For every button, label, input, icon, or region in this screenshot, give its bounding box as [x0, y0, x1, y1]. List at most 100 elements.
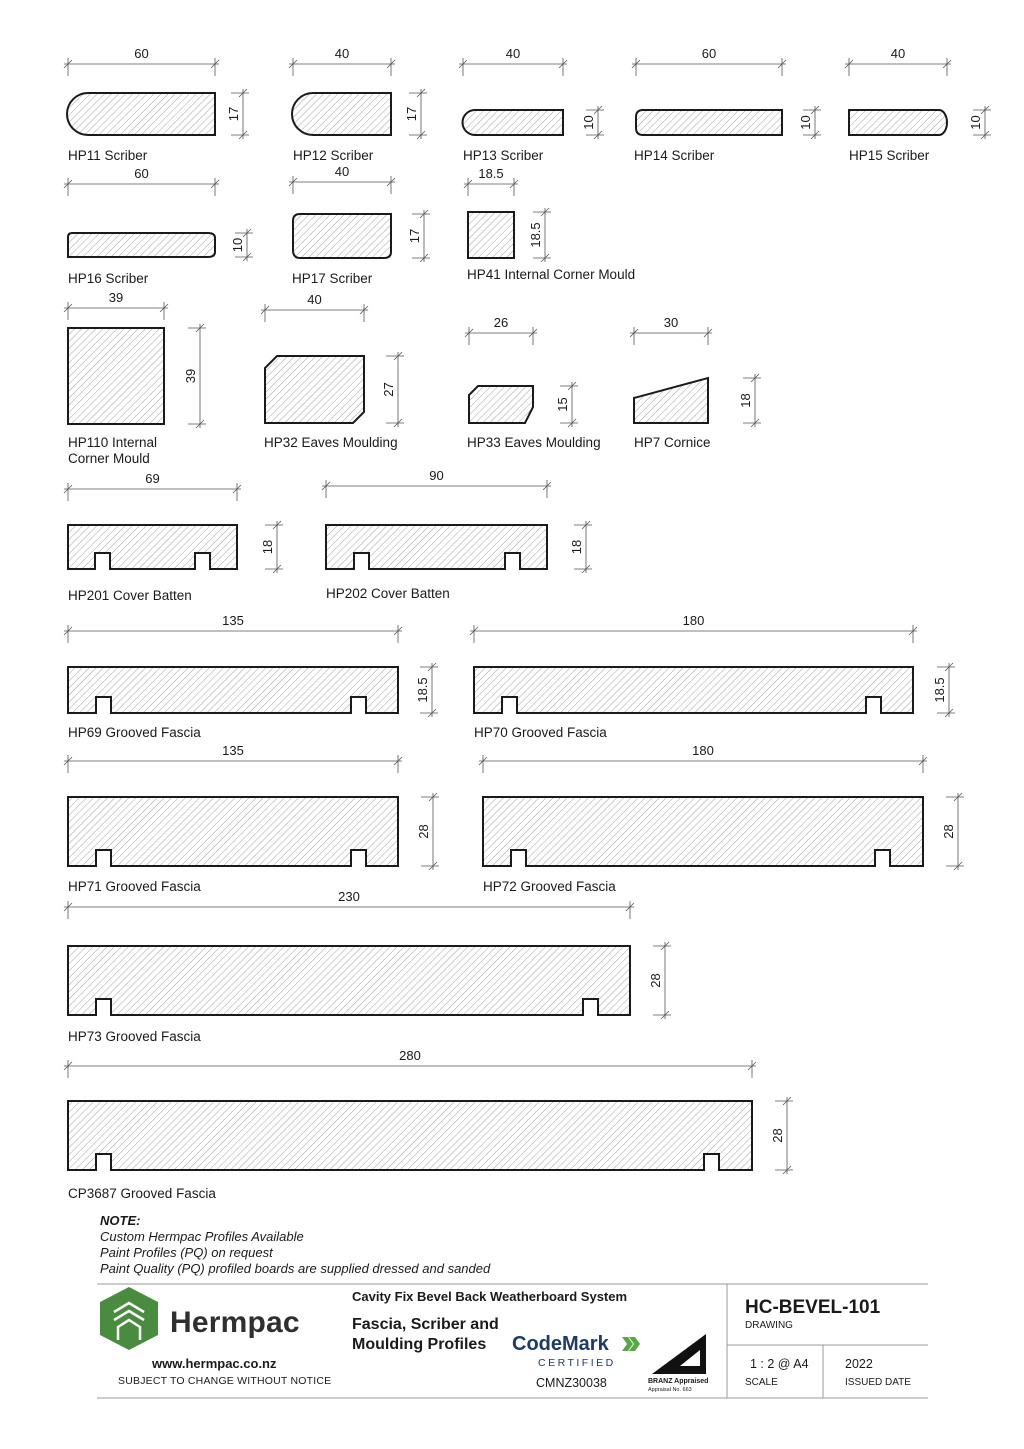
dimension-height-hp69: 18.5 [415, 677, 430, 702]
profile-label-hp13: HP13 Scriber [463, 148, 544, 163]
dimension-tick [918, 756, 928, 766]
dimension-tick [63, 902, 73, 912]
dimension-tick [393, 351, 403, 361]
profile-shape-hp7 [633, 376, 709, 424]
dimension-tick [777, 59, 787, 69]
dimension-tick [232, 484, 242, 494]
dimension-width-hp201: 69 [145, 471, 159, 486]
drawing-number-label: DRAWING [745, 1320, 793, 1331]
certificate-number: CMNZ30038 [536, 1376, 607, 1390]
dimension-tick [980, 130, 990, 140]
dimension-tick [463, 179, 473, 189]
dimension-tick [908, 626, 918, 636]
dimension-tick [321, 481, 331, 491]
dimension-tick [393, 418, 403, 428]
dimension-tick [464, 328, 474, 338]
dimension-tick [159, 303, 169, 313]
profile-label-hp7: HP7 Cornice [634, 435, 711, 450]
dimension-tick [631, 59, 641, 69]
dimension-height-hp7: 18 [738, 393, 753, 407]
dimension-tick [242, 252, 252, 262]
dimension-tick [260, 305, 270, 315]
profile-label-hp33: HP33 Eaves Moulding [467, 435, 601, 450]
dimension-tick [782, 1165, 792, 1175]
dimension-height-hp15: 10 [968, 115, 983, 129]
dimension-tick [625, 902, 635, 912]
profile-label-hp201: HP201 Cover Batten [68, 588, 192, 603]
dimension-tick [272, 520, 282, 530]
dimension-height-hp41: 18.5 [528, 222, 543, 247]
dimension-tick [660, 941, 670, 951]
dimension-width-hp12: 40 [335, 46, 349, 61]
dimension-tick [750, 373, 760, 383]
dimension-width-hp32: 40 [307, 292, 321, 307]
dimension-tick [393, 626, 403, 636]
dimension-tick [242, 228, 252, 238]
profile-label-hp14: HP14 Scriber [634, 148, 715, 163]
dimension-tick [593, 105, 603, 115]
dimension-tick [393, 756, 403, 766]
dimension-tick [272, 564, 282, 574]
scale-label: SCALE [745, 1377, 778, 1388]
dimension-tick [581, 520, 591, 530]
dimension-tick [558, 59, 568, 69]
dimension-tick [980, 105, 990, 115]
profile-shape-hp32 [264, 355, 365, 424]
profile-label-hp69: HP69 Grooved Fascia [68, 725, 201, 740]
dimension-tick [782, 1096, 792, 1106]
profile-label-hp11: HP11 Scriber [68, 148, 148, 163]
dimension-height-hp17: 17 [407, 229, 422, 243]
codemark-certified-text: CERTIFIED [538, 1357, 616, 1369]
issued-date-value: 2022 [845, 1357, 873, 1371]
profile-label-hp15: HP15 Scriber [849, 148, 930, 163]
dimension-tick [427, 708, 437, 718]
dimension-tick [195, 323, 205, 333]
note-line: Paint Profiles (PQ) on request [100, 1245, 273, 1260]
hermpac-logo-icon [100, 1287, 158, 1350]
dimension-tick [540, 253, 550, 263]
dimension-tick [359, 305, 369, 315]
dimension-width-cp3687: 280 [399, 1048, 421, 1063]
dimension-tick [458, 59, 468, 69]
dimension-width-hp17: 40 [335, 164, 349, 179]
profile-label-hp12: HP12 Scriber [293, 148, 374, 163]
profile-shape-hp41 [467, 211, 515, 259]
profile-shape-hp11 [66, 92, 216, 136]
dimension-width-hp70: 180 [683, 613, 705, 628]
dimension-tick [844, 59, 854, 69]
dimension-tick [63, 179, 73, 189]
profile-label-hp16: HP16 Scriber [68, 271, 149, 286]
dimension-height-hp33: 15 [555, 397, 570, 411]
dimension-height-hp70: 18.5 [932, 677, 947, 702]
dimension-height-hp201: 18 [260, 540, 275, 554]
profile-shape-hp13 [461, 109, 564, 136]
dimension-tick [238, 130, 248, 140]
dimension-tick [478, 756, 488, 766]
codemark-chevron-icon [622, 1337, 640, 1351]
dimension-tick [195, 419, 205, 429]
profile-shape-hp110 [67, 327, 165, 425]
dimension-tick [210, 59, 220, 69]
subject-to-change-notice: SUBJECT TO CHANGE WITHOUT NOTICE [118, 1375, 332, 1387]
title-block-frame [97, 1283, 928, 1399]
drawing-number: HC-BEVEL-101 [745, 1297, 881, 1318]
profile-label-hp41: HP41 Internal Corner Mould [467, 267, 636, 282]
dimension-tick [238, 88, 248, 98]
profile-label-cp3687: CP3687 Grooved Fascia [68, 1186, 216, 1201]
dimension-tick [747, 1061, 757, 1071]
branz-appraised-text: BRANZ Appraised [648, 1378, 709, 1385]
profile-shape-hp73 [67, 945, 631, 1016]
profile-label-hp202: HP202 Cover Batten [326, 586, 450, 601]
dimension-tick [593, 130, 603, 140]
profile-shape-hp12 [291, 92, 392, 136]
profile-shape-hp201 [67, 524, 238, 570]
profile-label-hp73: HP73 Grooved Fascia [68, 1029, 201, 1044]
dimension-tick [810, 105, 820, 115]
website-link[interactable]: www.hermpac.co.nz [152, 1356, 277, 1371]
dimension-height-hp71: 28 [416, 824, 431, 838]
dimension-height-hp202: 18 [569, 540, 584, 554]
dimension-tick [419, 209, 429, 219]
dimension-width-hp71: 135 [222, 743, 244, 758]
dimension-width-hp69: 135 [222, 613, 244, 628]
